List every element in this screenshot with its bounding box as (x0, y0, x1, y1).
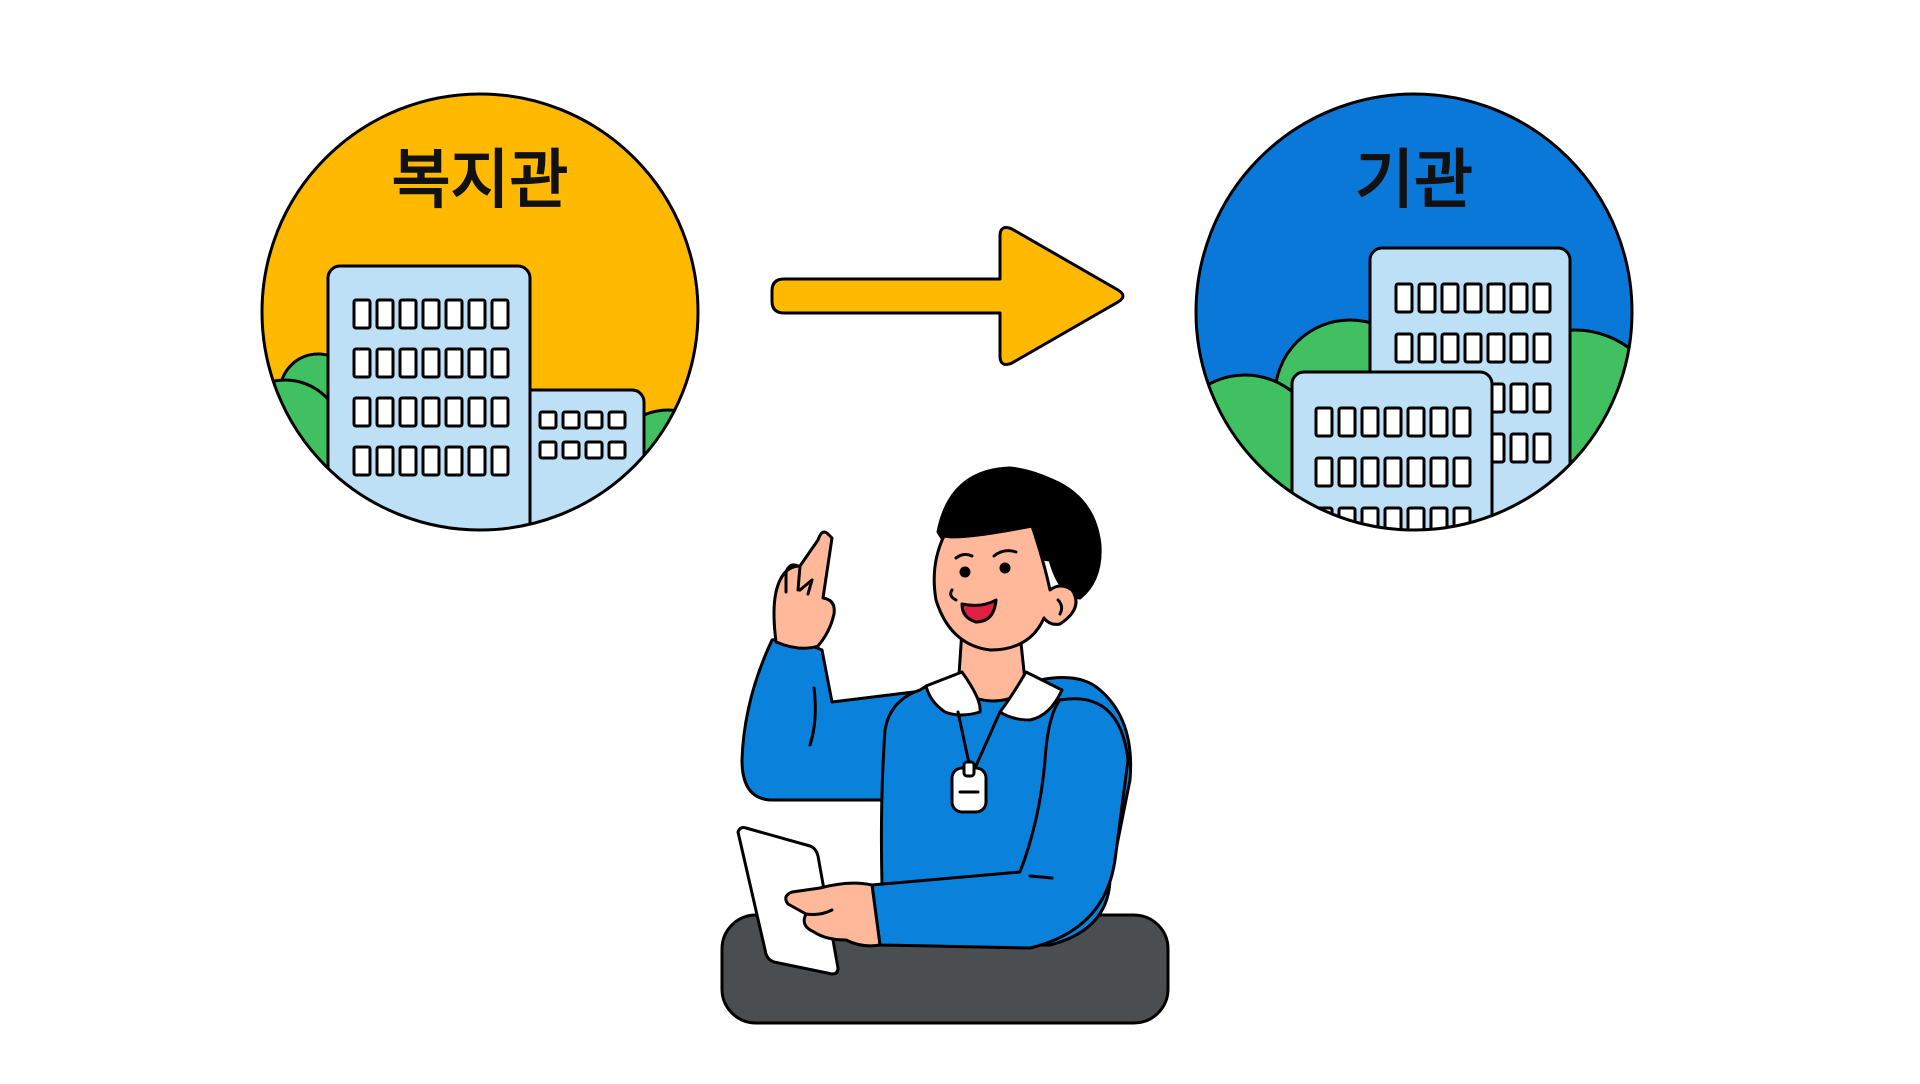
window (607, 410, 627, 430)
window (1406, 506, 1426, 530)
window (561, 410, 581, 430)
window (1360, 456, 1380, 488)
window (375, 298, 395, 330)
agency-label: 기관 (1355, 144, 1473, 218)
window (1383, 506, 1403, 530)
mouth (960, 598, 998, 624)
window (1360, 406, 1380, 438)
window (1452, 456, 1472, 488)
window (421, 396, 441, 428)
window (1463, 332, 1483, 364)
window (1429, 456, 1449, 488)
window (375, 445, 395, 477)
pointing-hand (772, 530, 836, 650)
window (467, 445, 487, 477)
window (398, 298, 418, 330)
window (1486, 282, 1506, 314)
window (421, 347, 441, 379)
window (607, 440, 627, 460)
window (1532, 432, 1552, 464)
window (1429, 406, 1449, 438)
window (1385, 558, 1401, 586)
window (444, 298, 464, 330)
window (444, 445, 464, 477)
window (1316, 558, 1332, 586)
window (1532, 332, 1552, 364)
window (1360, 506, 1380, 530)
collar (998, 670, 1064, 722)
window (1440, 282, 1460, 314)
window (1383, 406, 1403, 438)
window (467, 298, 487, 330)
window (421, 298, 441, 330)
window (398, 396, 418, 428)
window (538, 410, 558, 430)
window (1454, 558, 1470, 586)
window (352, 298, 372, 330)
window (1406, 406, 1426, 438)
window (1408, 558, 1424, 586)
collar (924, 670, 982, 717)
window (584, 410, 604, 430)
window (1417, 282, 1437, 314)
agency-building-icon (1290, 370, 1494, 586)
window (1431, 558, 1447, 586)
window (1509, 282, 1529, 314)
lower-arm (870, 697, 1130, 950)
window (1417, 332, 1437, 364)
window (561, 440, 581, 460)
window (352, 445, 372, 477)
window (467, 347, 487, 379)
window (1339, 558, 1355, 586)
window (398, 445, 418, 477)
window (1509, 332, 1529, 364)
window (352, 347, 372, 379)
window (1314, 456, 1334, 488)
window (444, 347, 464, 379)
window (490, 396, 510, 428)
window (375, 396, 395, 428)
window (490, 347, 510, 379)
welfare-center-building-icon (326, 264, 532, 530)
window (1532, 382, 1552, 414)
window (490, 445, 510, 477)
window (375, 347, 395, 379)
pointing-person-icon (720, 466, 1170, 1025)
window (1486, 332, 1506, 364)
window (584, 440, 604, 460)
window (1314, 406, 1334, 438)
window (1509, 382, 1529, 414)
small-building-icon (518, 388, 646, 530)
window (490, 298, 510, 330)
window (1337, 456, 1357, 488)
agency-circle: 기관 (1194, 92, 1634, 586)
window (1429, 506, 1449, 530)
window (1383, 456, 1403, 488)
window (1394, 332, 1414, 364)
right-arrow-icon (770, 226, 1125, 366)
window (1463, 282, 1483, 314)
window (1394, 282, 1414, 314)
welfare-center-label: 복지관 (392, 144, 569, 218)
window (444, 396, 464, 428)
window (398, 347, 418, 379)
window (421, 445, 441, 477)
window (1337, 406, 1357, 438)
window (1509, 432, 1529, 464)
window (1452, 406, 1472, 438)
window (1440, 332, 1460, 364)
window (1532, 282, 1552, 314)
window (467, 396, 487, 428)
window (352, 396, 372, 428)
tree-icon (262, 378, 345, 498)
welfare-center-circle: 복지관 (260, 92, 700, 532)
window (1362, 558, 1378, 586)
window (1406, 456, 1426, 488)
holding-hand (784, 881, 882, 948)
window (538, 440, 558, 460)
